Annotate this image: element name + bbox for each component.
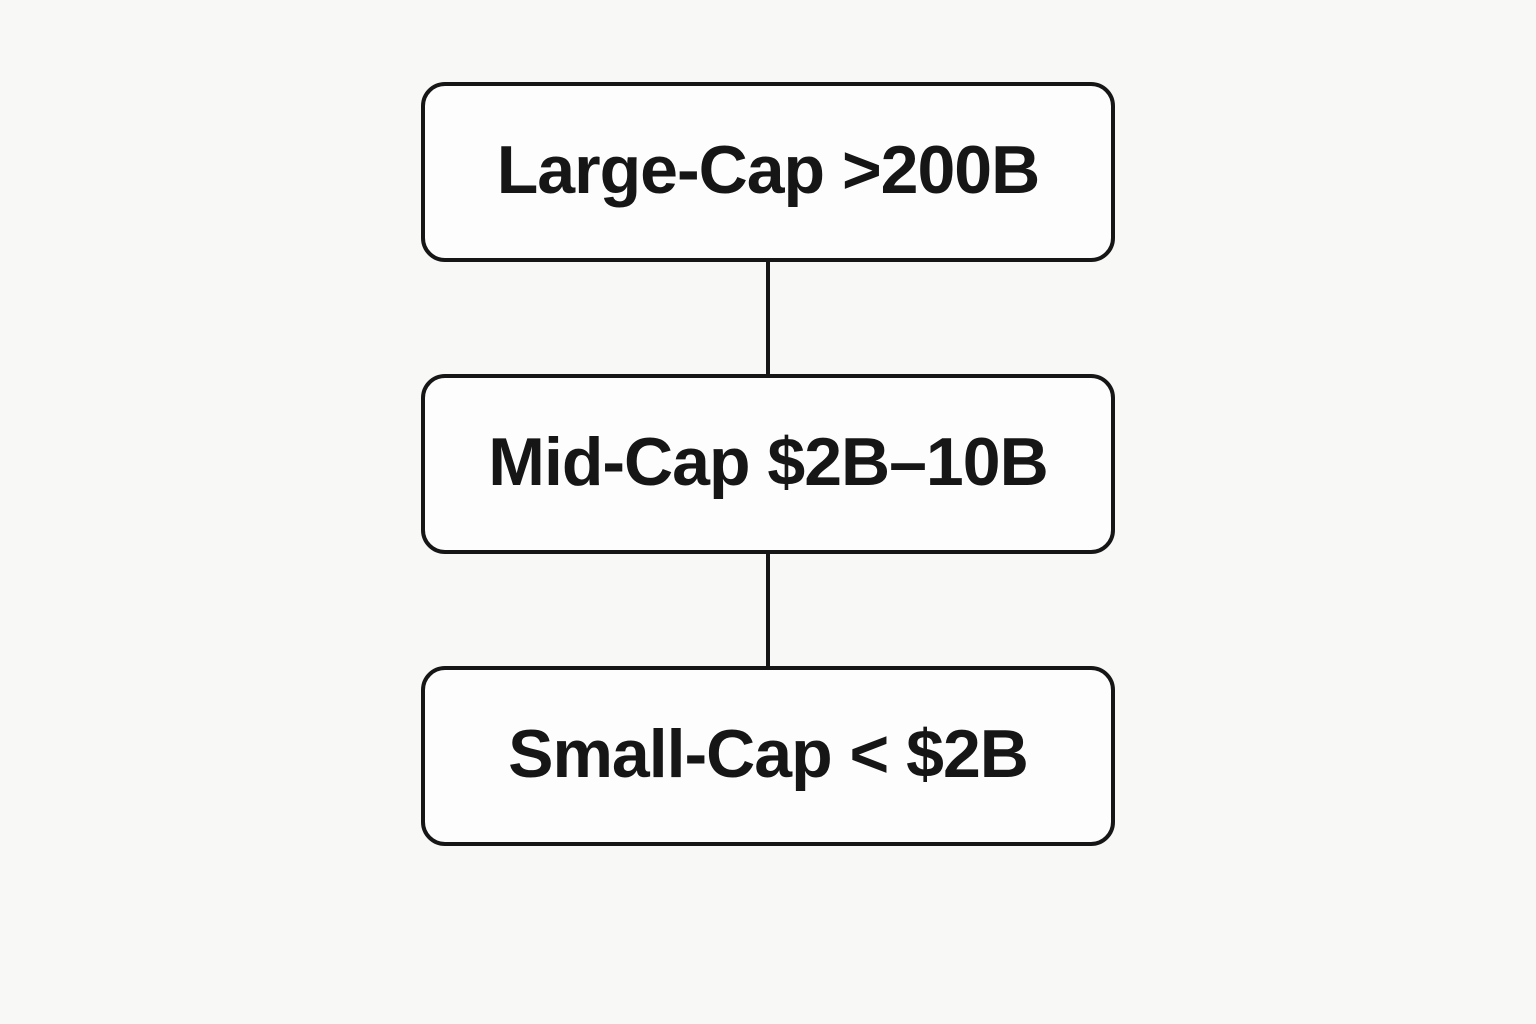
connector-line-1 bbox=[766, 262, 770, 374]
node-large-cap-label: Large-Cap >200B bbox=[496, 132, 1040, 208]
node-large-cap: Large-Cap >200B bbox=[421, 82, 1115, 262]
node-small-cap: Small-Cap < $2B bbox=[421, 666, 1115, 846]
connector-line-2 bbox=[766, 554, 770, 666]
node-mid-cap-label: Mid-Cap $2B–10B bbox=[488, 424, 1048, 500]
node-mid-cap: Mid-Cap $2B–10B bbox=[421, 374, 1115, 554]
node-small-cap-label: Small-Cap < $2B bbox=[508, 716, 1029, 792]
